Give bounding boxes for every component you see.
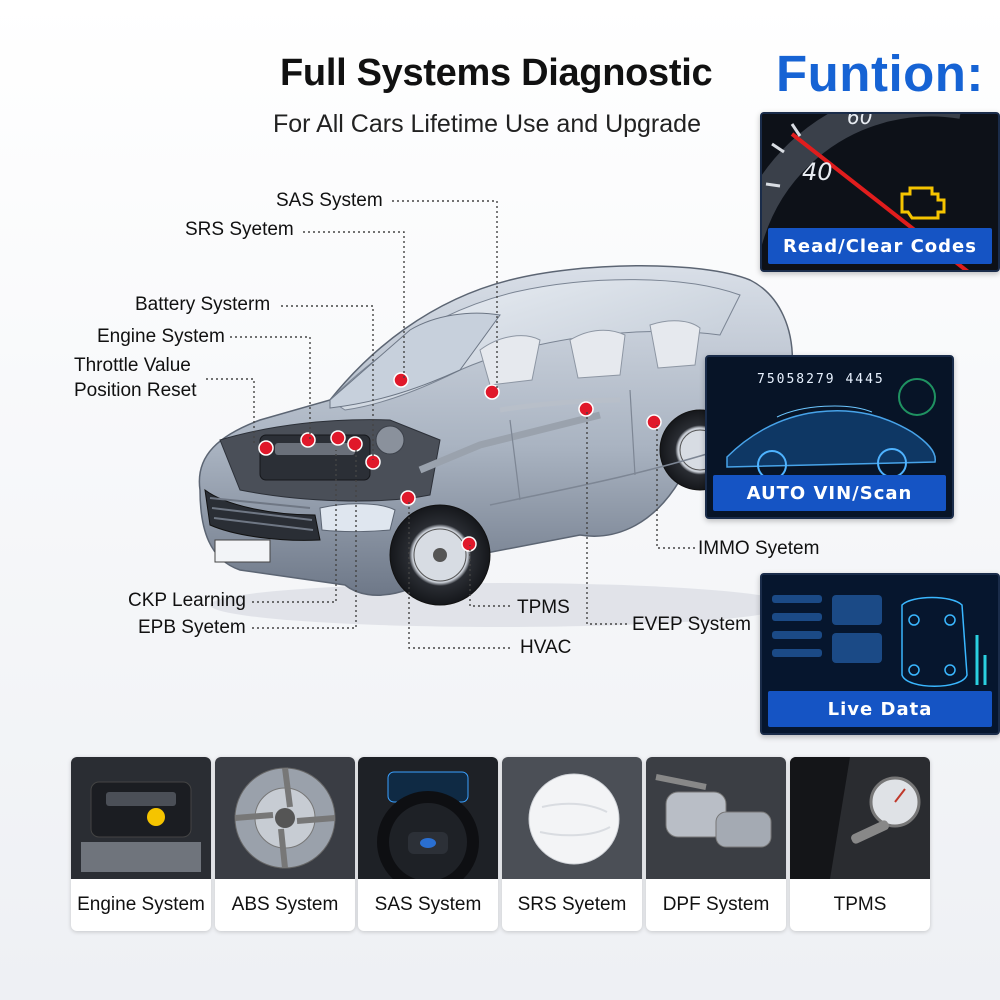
callout-throttle-line2: Position Reset	[74, 380, 197, 401]
system-label-sas: SAS System	[374, 894, 482, 915]
page-subtitle: For All Cars Lifetime Use and Upgrade	[273, 110, 701, 138]
callout-throttle-line1: Throttle Value	[74, 355, 191, 376]
system-tile-srs: SRS Syetem	[502, 757, 642, 931]
system-label-dpf: DPF System	[662, 894, 770, 915]
component-markers	[258, 372, 662, 552]
engine-icon	[71, 757, 211, 879]
feature-card-read-clear-codes: 40 60 Read/Clear Codes	[760, 112, 1000, 272]
callout-battery-system: Battery Systerm	[135, 294, 271, 315]
function-heading: Funtion:	[776, 45, 984, 102]
callout-srs-system: SRS Syetem	[185, 219, 294, 240]
system-label-engine: Engine System	[77, 894, 205, 915]
system-label-srs: SRS Syetem	[517, 894, 627, 915]
auto-vin-scan-caption: AUTO VIN/Scan	[713, 475, 946, 511]
callout-tpms: TPMS	[517, 597, 570, 618]
system-tile-tpms: TPMS	[790, 757, 930, 931]
system-label-abs: ABS System	[231, 894, 339, 915]
callout-immo-system: IMMO Syetem	[698, 538, 820, 559]
steering-wheel-icon	[358, 757, 498, 879]
callout-hvac: HVAC	[520, 637, 572, 658]
car-cutaway-illustration	[198, 265, 794, 627]
callout-ckp-learning: CKP Learning	[128, 590, 246, 611]
system-label-tpms: TPMS	[833, 894, 887, 915]
gauge-top-number: 60	[847, 114, 872, 129]
callout-evep-system: EVEP System	[632, 614, 751, 635]
live-data-caption: Live Data	[768, 691, 992, 727]
system-tile-sas: SAS System	[358, 757, 498, 931]
tire-gauge-icon	[790, 757, 930, 879]
exhaust-filter-icon	[646, 757, 786, 879]
feature-card-auto-vin-scan: 75058279 4445 AUTO VIN/Scan	[705, 355, 954, 519]
read-clear-codes-caption: Read/Clear Codes	[768, 228, 992, 264]
feature-card-live-data: Live Data	[760, 573, 1000, 735]
check-engine-icon	[900, 186, 946, 220]
callout-epb-system: EPB Syetem	[138, 617, 246, 638]
callout-sas-system: SAS System	[276, 190, 383, 211]
callout-engine-system: Engine System	[97, 326, 225, 347]
page-title: Full Systems Diagnostic	[280, 52, 713, 94]
brake-disc-icon	[215, 757, 355, 879]
vin-number: 75058279 4445	[757, 372, 885, 387]
airbag-icon	[502, 757, 642, 879]
system-tile-abs: ABS System	[215, 757, 355, 931]
system-tile-engine: Engine System	[71, 757, 211, 931]
system-tile-dpf: DPF System	[646, 757, 786, 931]
gauge-number: 40	[802, 158, 833, 186]
